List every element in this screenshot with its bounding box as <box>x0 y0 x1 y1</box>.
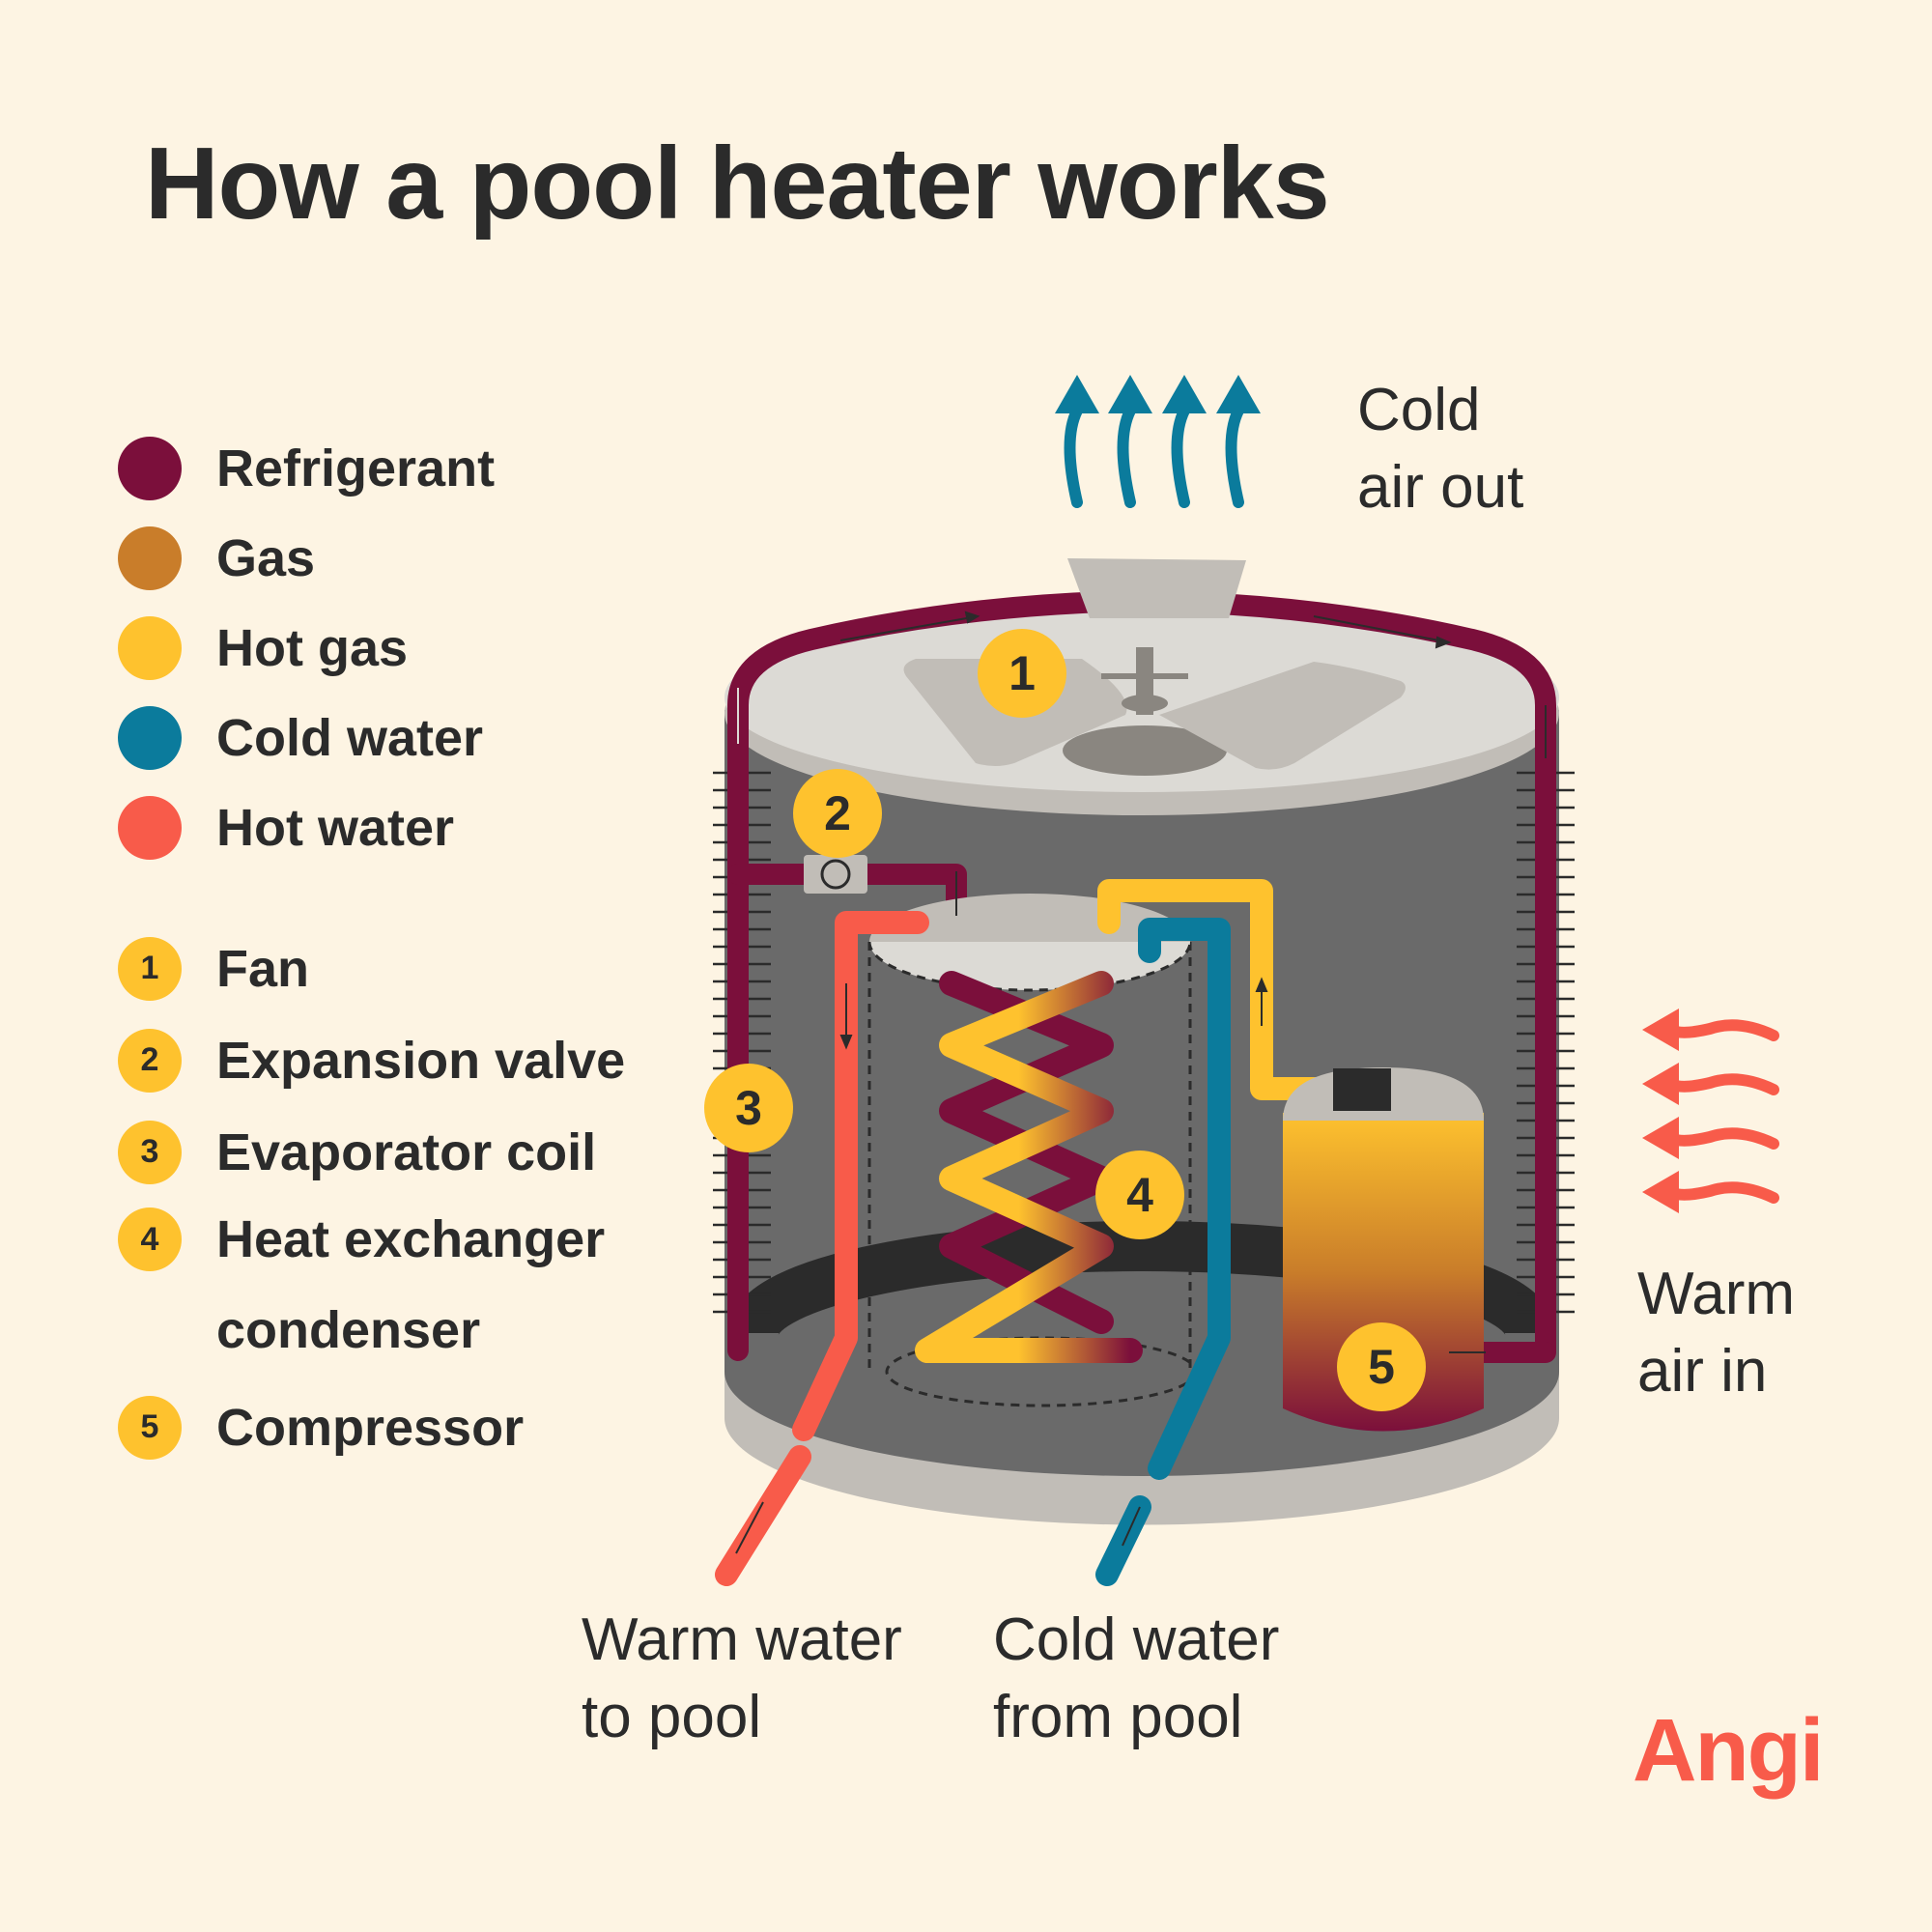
compressor <box>1283 1067 1484 1432</box>
diagram-badge-5: 5 <box>1337 1322 1426 1411</box>
step-label: Evaporator coil <box>216 1122 597 1181</box>
step-number-badge: 1 <box>118 936 182 1001</box>
caption-warm-water-to-pool: Warm water to pool <box>582 1606 902 1750</box>
step-number-badge: 4 <box>118 1208 182 1271</box>
diagram-badge-1: 1 <box>978 629 1066 718</box>
legend-label: Gas <box>216 528 316 587</box>
step-item-evaporator-coil: 3 Evaporator coil <box>118 1106 625 1198</box>
legend-swatch <box>118 526 182 590</box>
badge-number: 3 <box>735 1081 762 1135</box>
caption-cold-air-out: Cold air out <box>1357 377 1524 521</box>
step-label: Fan <box>216 939 310 998</box>
cold-air-out-arrows <box>1055 375 1261 508</box>
legend-item-cold-water: Cold water <box>118 693 495 782</box>
step-label: Compressor <box>216 1398 525 1457</box>
legend-label: Hot water <box>216 798 455 857</box>
component-legend: 1 Fan 2 Expansion valve 3 Evaporator coi… <box>118 923 625 1473</box>
legend-item-hot-water: Hot water <box>118 782 495 872</box>
legend-swatch <box>118 436 182 500</box>
legend-label: Cold water <box>216 708 484 767</box>
legend-item-gas: Gas <box>118 513 495 603</box>
expansion-valve <box>804 855 867 894</box>
step-number-badge: 2 <box>118 1028 182 1093</box>
step-item-heat-exchanger: 4 Heat exchanger condenser <box>118 1198 625 1381</box>
step-item-fan: 1 Fan <box>118 923 625 1014</box>
legend-label: Refrigerant <box>216 439 496 497</box>
step-label: Expansion valve <box>216 1031 626 1090</box>
hot-water-pipe <box>715 911 929 1586</box>
page-title: How a pool heater works <box>145 127 1330 241</box>
angi-logo: Angi <box>1633 1701 1824 1800</box>
step-number-badge: 3 <box>118 1120 182 1184</box>
step-number-badge: 5 <box>118 1395 182 1460</box>
badge-number: 1 <box>1009 646 1036 700</box>
hot-gas-line <box>1097 879 1345 1100</box>
legend-swatch <box>118 615 182 680</box>
caption-cold-water-from-pool: Cold water from pool <box>993 1606 1280 1750</box>
warm-air-in-arrows <box>1642 1009 1779 1213</box>
diagram-badge-3: 3 <box>704 1064 793 1152</box>
condenser-coil <box>915 971 1143 1363</box>
diagram-badge-2: 2 <box>793 769 882 858</box>
badge-number: 4 <box>1126 1168 1153 1222</box>
step-item-expansion-valve: 2 Expansion valve <box>118 1014 625 1106</box>
diagram-badge-4: 4 <box>1095 1151 1184 1239</box>
badge-number: 5 <box>1368 1340 1395 1394</box>
legend-swatch <box>118 795 182 860</box>
badge-number: 2 <box>824 786 851 840</box>
flow-direction-arrows <box>735 611 1547 1554</box>
step-item-compressor: 5 Compressor <box>118 1381 625 1473</box>
legend-swatch <box>118 705 182 770</box>
legend-label: Hot gas <box>216 618 409 677</box>
step-label: Heat exchanger condenser <box>216 1210 606 1359</box>
color-legend: Refrigerant Gas Hot gas Cold water Hot w… <box>118 423 495 872</box>
caption-warm-air-in: Warm air in <box>1637 1261 1795 1405</box>
legend-item-hot-gas: Hot gas <box>118 603 495 693</box>
legend-item-refrigerant: Refrigerant <box>118 423 495 513</box>
